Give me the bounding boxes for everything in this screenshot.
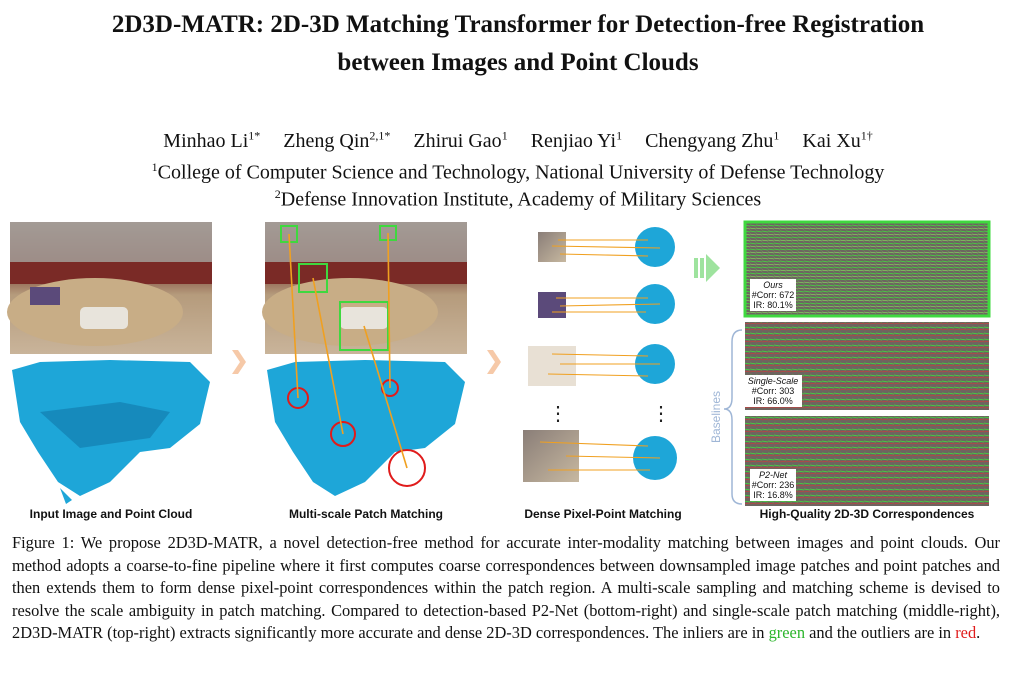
panel-label: Dense Pixel-Point Matching (524, 507, 682, 521)
title-line-1: 2D3D-MATR: 2D-3D Matching Transformer fo… (111, 11, 925, 38)
title-line-2: between Images and Point Clouds (337, 49, 699, 76)
panel-label: High-Quality 2D-3D Correspondences (759, 507, 975, 521)
panel-label: Input Image and Point Cloud (29, 507, 193, 521)
result-label-single-scale: Single-Scale #Corr: 303 IR: 66.0% (744, 375, 802, 407)
outlier-word: red (955, 623, 977, 643)
ellipsis: ⋮ (651, 403, 671, 425)
dense-matching-panel: ⋮ ⋮ (523, 227, 677, 482)
author: Kai Xu1† (802, 128, 873, 152)
baselines-brace (723, 329, 743, 505)
affiliation-1: 1College of Computer Science and Technol… (151, 160, 885, 184)
result-label-ours: Ours #Corr: 672 IR: 80.1% (750, 279, 796, 311)
panel-label: Multi-scale Patch Matching (288, 507, 444, 521)
inlier-word: green (768, 623, 806, 643)
author: Zheng Qin2,1* (283, 128, 391, 152)
affiliation-2: 2Defense Innovation Institute, Academy o… (274, 187, 762, 211)
author: Chengyang Zhu1 (645, 128, 780, 152)
arrow-icon (232, 350, 246, 374)
paper-title: 2D3D-MATR: 2D-3D Matching Transformer fo… (0, 6, 1036, 82)
arrow-icon (487, 350, 501, 374)
author: Minhao Li1* (163, 128, 261, 152)
author: Zhirui Gao1 (413, 128, 508, 152)
author-list: Minhao Li1* Zheng Qin2,1* Zhirui Gao1 Re… (0, 122, 1036, 154)
result-label-p2net: P2-Net #Corr: 236 IR: 16.8% (750, 469, 796, 501)
figure-caption: Figure 1: We propose 2D3D-MATR, a novel … (12, 533, 1000, 643)
baselines-label: Baselines (709, 391, 723, 443)
figure-1: ⋮ ⋮ Baselines (7, 220, 991, 506)
author: Renjiao Yi1 (530, 128, 623, 152)
ellipsis: ⋮ (548, 403, 568, 425)
arrow-icon (694, 254, 720, 282)
